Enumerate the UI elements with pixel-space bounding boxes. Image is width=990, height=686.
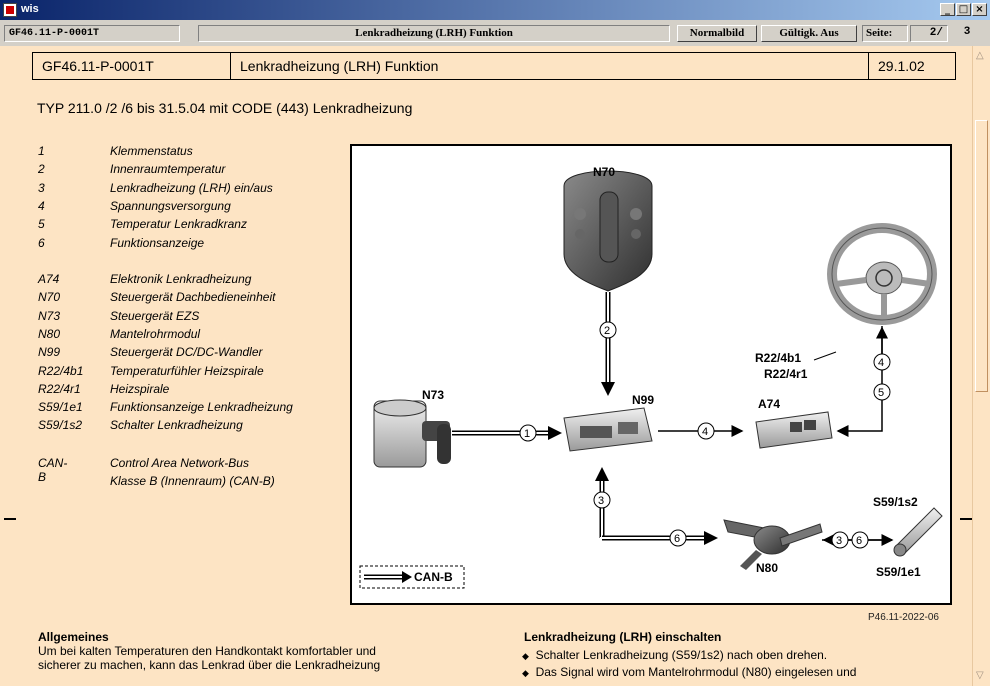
vertical-scrollbar[interactable]: △ ▽	[972, 46, 990, 686]
n70-control-unit	[563, 170, 653, 292]
legend-key: N73	[38, 308, 61, 323]
section-lrh-einschalten: Lenkradheizung (LRH) einschalten	[524, 630, 721, 644]
label-r22-b1: R22/4b1	[755, 351, 801, 365]
document-toolbar: GF46.11-P-0001T Lenkradheizung (LRH) Fun…	[0, 20, 990, 46]
legend-value: Heizspirale	[110, 381, 170, 396]
num-3: 3	[598, 495, 604, 507]
legend-value: Elektronik Lenkradheizung	[110, 272, 252, 286]
steering-wheel	[827, 223, 937, 325]
function-diagram: N70 2 N73 1	[350, 144, 952, 605]
page-current-field[interactable]: 2/	[910, 25, 948, 42]
legend-key: N99	[38, 345, 61, 360]
legend-value: Schalter Lenkradheizung	[110, 418, 243, 433]
legend-key: 3	[38, 180, 45, 195]
a74-heating-electronics	[755, 411, 833, 449]
legend-value: Steuergerät EZS	[110, 308, 200, 323]
section-heading: Allgemeines	[38, 630, 109, 644]
bullet-item: ◆ Schalter Lenkradheizung (S59/1s2) nach…	[522, 648, 828, 662]
page-label: Seite:	[862, 25, 908, 42]
s59-switch	[893, 507, 943, 557]
bullet-item: ◆ Das Signal wird vom Mantelrohrmodul (N…	[522, 665, 857, 679]
label-n73: N73	[422, 388, 444, 402]
legend-key: 4	[38, 198, 45, 213]
legend-value: Steuergerät DC/DC-Wandler	[110, 345, 263, 360]
scroll-down-icon[interactable]: ▽	[976, 670, 984, 681]
legend-value: Steuergerät Dachbedieneinheit	[110, 290, 276, 305]
num-4a: 4	[702, 426, 708, 438]
legend-key: A74	[38, 272, 60, 286]
bullet-text: Schalter Lenkradheizung (S59/1s2) nach o…	[535, 648, 828, 662]
doc-id-field: GF46.11-P-0001T	[4, 25, 180, 42]
app-icon	[3, 3, 17, 17]
legend-key: N70	[38, 290, 61, 305]
page-edge-marker	[4, 518, 16, 520]
legend-key: CAN-B	[38, 456, 68, 484]
label-n70: N70	[593, 165, 615, 179]
legend-value: Temperatur Lenkradkranz	[110, 217, 247, 232]
label-a74: A74	[758, 397, 780, 411]
page-edge-marker	[960, 518, 972, 520]
label-r22-r1: R22/4r1	[764, 367, 808, 381]
diagram-svg: N70 2 N73 1	[359, 165, 943, 589]
legend-value: Klasse B (Innenraum) (CAN-B)	[110, 474, 275, 488]
legend-key: N80	[38, 326, 61, 341]
scroll-up-icon[interactable]: △	[976, 50, 984, 61]
num-5: 5	[878, 387, 884, 399]
section-text: Um bei kalten Temperaturen den Handkonta…	[38, 644, 376, 658]
window-title: wis	[21, 3, 39, 15]
header-date: 29.1.02	[878, 58, 925, 74]
close-icon[interactable]: ×	[972, 3, 987, 16]
num-6a: 6	[674, 533, 680, 545]
n99-dcdc-converter	[563, 407, 653, 452]
canb-legend-box	[359, 565, 465, 589]
legend-value: Klemmenstatus	[110, 144, 193, 158]
header-table: GF46.11-P-0001T Lenkradheizung (LRH) Fun…	[32, 52, 956, 80]
legend-key: 6	[38, 235, 45, 250]
page-total: 3	[963, 26, 971, 38]
doc-title-field: Lenkradheizung (LRH) Funktion	[198, 25, 670, 42]
num-1: 1	[524, 428, 530, 440]
maximize-icon[interactable]: □	[956, 3, 971, 16]
window-titlebar: wis _ □ ×	[0, 0, 990, 20]
num-4b: 4	[878, 357, 884, 369]
legend-value: Funktionsanzeige Lenkradheizung	[110, 400, 293, 415]
document-page: GF46.11-P-0001T Lenkradheizung (LRH) Fun…	[0, 46, 972, 686]
legend-key: 1	[38, 144, 45, 158]
normalbild-button[interactable]: Normalbild	[677, 25, 757, 42]
legend-value: Lenkradheizung (LRH) ein/aus	[110, 180, 273, 195]
legend-key: 2	[38, 162, 45, 177]
section-text: sicherer zu machen, kann das Lenkrad übe…	[38, 658, 381, 672]
legend-key: R22/4b1	[38, 363, 84, 378]
figure-number: P46.11-2022-06	[868, 612, 939, 623]
n80-column-module	[723, 519, 823, 570]
num-6b: 6	[856, 535, 862, 547]
legend-value: Funktionsanzeige	[110, 235, 205, 250]
typ-line: TYP 211.0 /2 /6 bis 31.5.04 mit CODE (44…	[37, 100, 413, 116]
legend-key: R22/4r1	[38, 381, 81, 396]
scrollbar-thumb[interactable]	[975, 120, 988, 392]
legend-value: Temperaturfühler Heizspirale	[110, 363, 264, 378]
legend-value: Spannungsversorgung	[110, 198, 231, 213]
num-2: 2	[604, 325, 610, 337]
legend-key: 5	[38, 217, 45, 232]
n73-ignition-switch	[373, 399, 451, 468]
label-s59-e1: S59/1e1	[876, 565, 921, 579]
bullet-text: Das Signal wird vom Mantelrohrmodul (N80…	[535, 665, 857, 679]
minimize-icon[interactable]: _	[940, 3, 955, 16]
section-heading: Lenkradheizung (LRH) einschalten	[524, 630, 722, 644]
num-3b: 3	[836, 535, 842, 547]
gueltigkeit-button[interactable]: Gültigk. Aus	[761, 25, 857, 42]
legend-value: Mantelrohrmodul	[110, 326, 201, 341]
header-title: Lenkradheizung (LRH) Funktion	[231, 53, 869, 79]
section-allgemeines: Allgemeines Um bei kalten Temperaturen d…	[38, 630, 380, 672]
label-s59-s2: S59/1s2	[873, 495, 918, 509]
legend-key: S59/1s2	[38, 418, 83, 433]
legend-value: Control Area Network-Bus	[110, 456, 249, 470]
label-canb: CAN-B	[414, 570, 453, 584]
label-n80: N80	[756, 561, 778, 575]
legend-value: Innenraumtemperatur	[110, 162, 226, 177]
header-doc-id: GF46.11-P-0001T	[33, 53, 231, 79]
label-n99: N99	[632, 393, 654, 407]
legend-key: S59/1e1	[38, 400, 83, 415]
